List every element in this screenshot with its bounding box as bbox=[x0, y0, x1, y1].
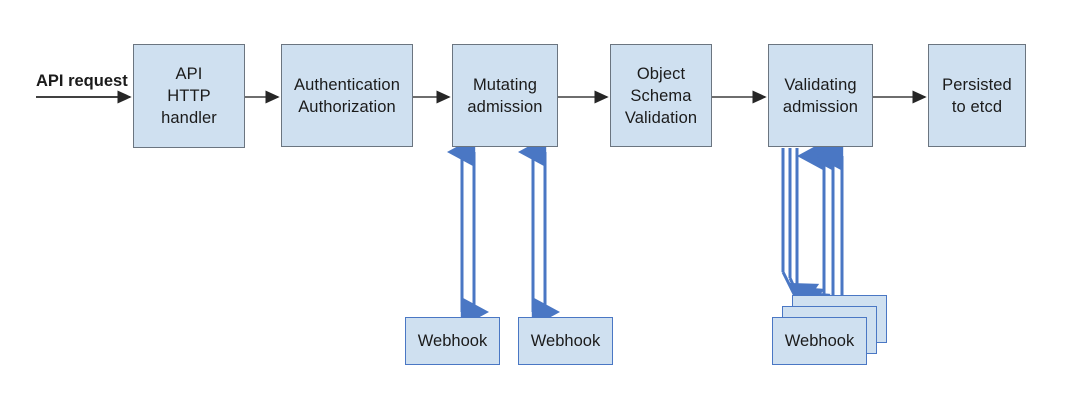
connector-mutating-webhook-2 bbox=[517, 136, 561, 328]
stage-box-validating-admission[interactable]: Validating admission bbox=[768, 44, 873, 147]
webhook-label-validating-stack: Webhook bbox=[784, 332, 855, 350]
stage-label-authentication-authorization: Authentication Authorization bbox=[294, 75, 400, 116]
stage-label-object-schema-validation: Object Schema Validation bbox=[624, 64, 698, 127]
webhook-label-mutating-2: Webhook bbox=[530, 332, 601, 350]
stage-box-authentication-authorization[interactable]: Authentication Authorization bbox=[281, 44, 413, 147]
stage-label-validating-admission: Validating admission bbox=[782, 75, 859, 116]
stage-box-object-schema-validation[interactable]: Object Schema Validation bbox=[610, 44, 712, 147]
webhook-box-mutating-2[interactable]: Webhook bbox=[518, 317, 613, 365]
connector-mutating-webhook-1 bbox=[446, 136, 490, 328]
stage-box-persisted-to-etcd[interactable]: Persisted to etcd bbox=[928, 44, 1026, 147]
stage-box-api-http-handler[interactable]: API HTTP handler bbox=[133, 44, 245, 148]
stage-label-persisted-to-etcd: Persisted to etcd bbox=[942, 75, 1012, 116]
stage-label-mutating-admission: Mutating admission bbox=[467, 75, 543, 116]
webhook-box-validating-stack[interactable]: Webhook bbox=[772, 317, 867, 365]
stage-box-mutating-admission[interactable]: Mutating admission bbox=[452, 44, 558, 147]
stage-label-api-http-handler: API HTTP handler bbox=[161, 65, 217, 127]
webhook-box-mutating-1[interactable]: Webhook bbox=[405, 317, 500, 365]
api-request-label: API request bbox=[36, 72, 128, 90]
webhook-label-mutating-1: Webhook bbox=[417, 332, 488, 350]
